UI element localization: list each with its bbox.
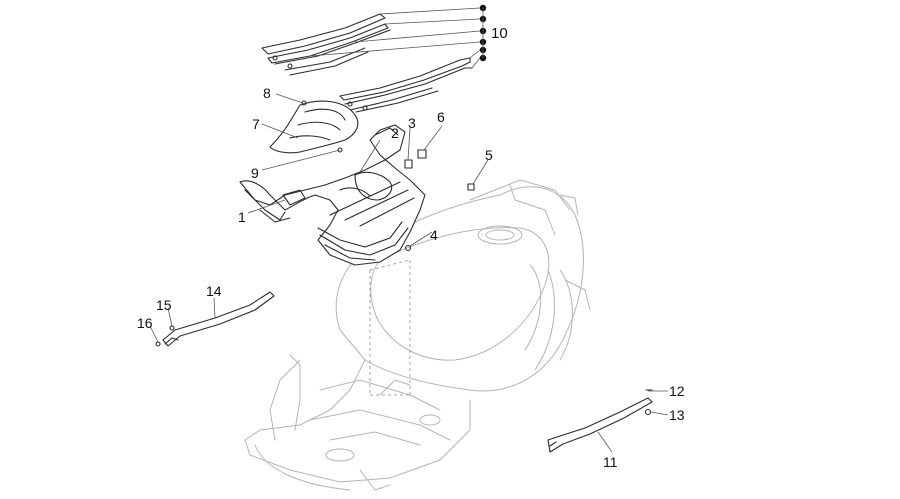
callout-4: 4: [430, 227, 438, 243]
rail-strip-set: [261, 13, 473, 113]
front-floor-panel: [269, 100, 359, 154]
callout-10-dots: [479, 4, 487, 62]
callout-11: 11: [603, 454, 618, 470]
leader-lines: [149, 7, 669, 453]
callout-3: 3: [408, 115, 416, 131]
callout-12: 12: [669, 383, 685, 399]
callout-5: 5: [485, 147, 493, 163]
callout-10: 10: [491, 25, 508, 42]
callout-1: 1: [238, 209, 246, 225]
callout-6: 6: [437, 109, 445, 125]
callout-9: 9: [251, 165, 259, 181]
callout-labels: 1 2 3 4 5 6 7 8 9 10 11 12 13 14 15 16: [137, 25, 685, 470]
callout-15: 15: [156, 297, 172, 313]
callout-7: 7: [252, 116, 260, 132]
left-side-strip: [155, 291, 275, 347]
callout-14: 14: [206, 283, 222, 299]
scooter-frame: [244, 179, 591, 491]
right-side-strip: [547, 389, 653, 453]
callout-8: 8: [263, 85, 271, 101]
callout-13: 13: [669, 407, 685, 423]
callout-16: 16: [137, 315, 153, 331]
main-footrest: [239, 124, 426, 266]
callout-2: 2: [391, 125, 399, 141]
hardware: [404, 149, 475, 252]
